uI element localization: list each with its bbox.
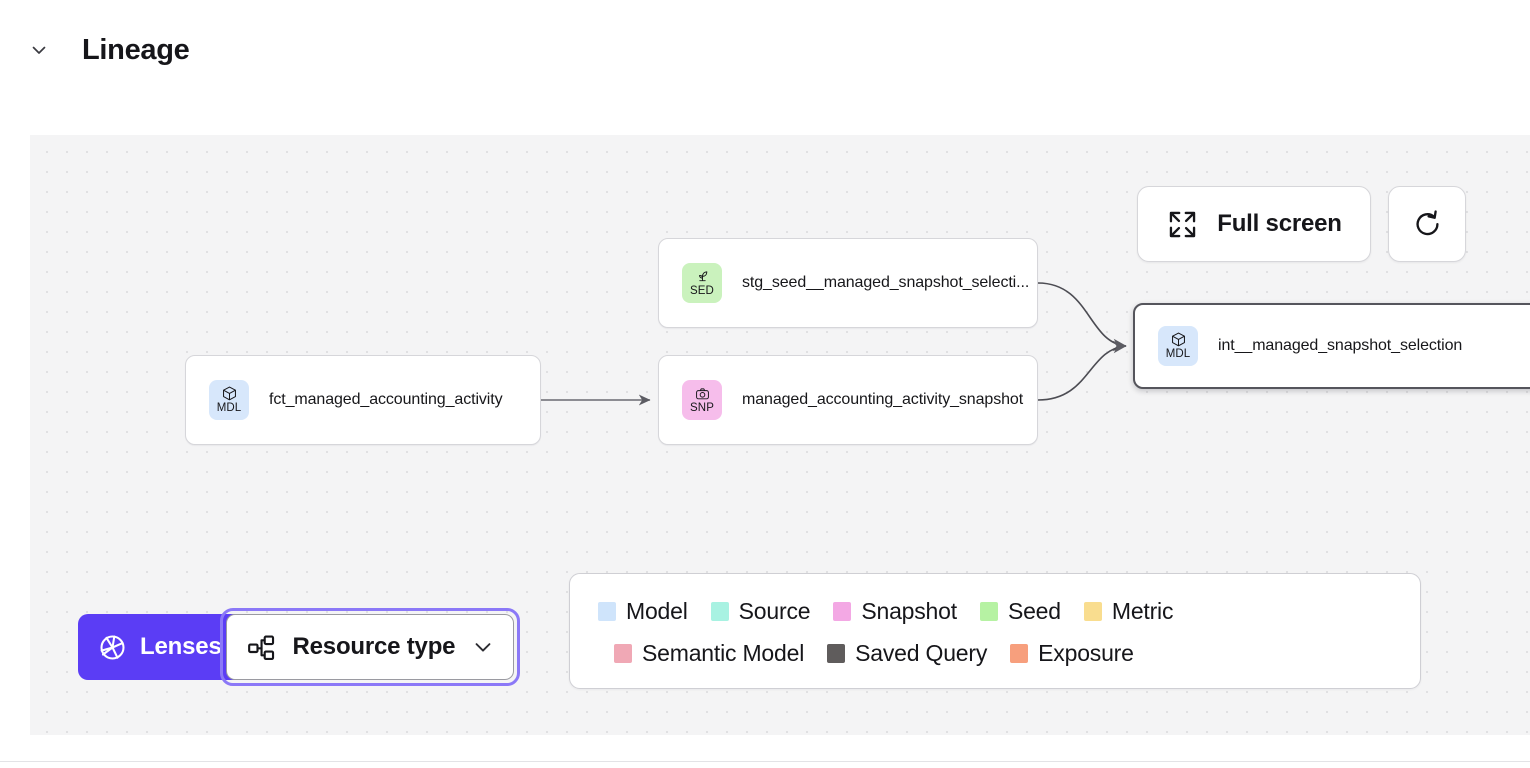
legend-label-snapshot: Snapshot — [861, 597, 957, 624]
full-screen-button[interactable]: Full screen — [1137, 186, 1371, 262]
legend-swatch-model — [598, 601, 616, 621]
cube-icon — [1171, 332, 1185, 347]
graph-node-snapshot[interactable]: SNP managed_accounting_activity_snapshot — [658, 355, 1038, 445]
legend-item-snapshot: Snapshot — [833, 597, 957, 624]
edge-snapshot-to-int — [1037, 340, 1127, 401]
resource-type-dropdown[interactable]: Resource type — [225, 614, 515, 680]
legend-label-exposure: Exposure — [1038, 639, 1134, 666]
legend-swatch-exposure — [1010, 643, 1029, 663]
legend-item-exposure: Exposure — [1010, 639, 1134, 666]
legend-swatch-saved-query — [827, 643, 846, 663]
legend-swatch-seed — [979, 601, 998, 621]
canvas-toolbar: Full screen — [1137, 186, 1466, 262]
legend-swatch-source — [710, 601, 729, 621]
legend-row-primary: Model Source Snapshot Seed Metric — [570, 590, 1420, 632]
legend-label-source: Source — [738, 597, 811, 624]
lenses-button[interactable]: Lenses — [78, 614, 244, 680]
refresh-icon — [1415, 209, 1439, 235]
node-badge-label: MDL — [216, 402, 242, 415]
node-type-badge-snapshot: SNP — [682, 380, 722, 420]
legend-swatch-metric — [1083, 601, 1102, 621]
legend-label-semantic-model: Semantic Model — [642, 639, 805, 666]
node-badge-label: SNP — [690, 401, 714, 414]
page-title: Lineage — [82, 33, 190, 66]
cube-icon — [222, 386, 236, 401]
lineage-section-header: Lineage — [0, 0, 1530, 100]
chevron-down-glyph — [32, 46, 46, 54]
lineage-legend: Model Source Snapshot Seed Metric S — [569, 573, 1421, 689]
node-type-badge-seed: SED — [682, 263, 722, 303]
legend-label-model: Model — [626, 597, 688, 624]
legend-item-source: Source — [710, 597, 811, 624]
chevron-down-icon[interactable] — [22, 33, 56, 67]
graph-node-model-fct[interactable]: MDL fct_managed_accounting_activity — [185, 355, 541, 445]
resource-type-focus-ring: Resource type — [219, 608, 521, 686]
lineage-canvas[interactable]: MDL fct_managed_accounting_activity SED … — [30, 135, 1530, 735]
legend-swatch-snapshot — [833, 601, 852, 621]
full-screen-label: Full screen — [1217, 210, 1342, 237]
legend-swatch-semantic-model — [614, 643, 632, 663]
graph-node-seed-stg[interactable]: SED stg_seed__managed_snapshot_selecti..… — [658, 238, 1038, 328]
node-badge-label: MDL — [1165, 348, 1191, 361]
legend-label-metric: Metric — [1111, 597, 1174, 624]
lenses-label: Lenses — [140, 633, 222, 660]
section-divider — [0, 761, 1530, 762]
graph-node-label: fct_managed_accounting_activity — [269, 391, 503, 408]
legend-row-secondary: Semantic Model Saved Query Exposure — [570, 632, 1420, 674]
node-badge-label: SED — [690, 284, 714, 297]
legend-label-saved-query: Saved Query — [855, 639, 988, 666]
aperture-icon — [100, 634, 125, 660]
legend-item-metric: Metric — [1083, 597, 1174, 624]
graph-node-label: int__managed_snapshot_selection — [1218, 337, 1463, 354]
legend-label-seed: Seed — [1007, 597, 1061, 624]
legend-item-semantic-model: Semantic Model — [614, 639, 805, 666]
chevron-down-icon — [475, 643, 491, 652]
hierarchy-icon — [247, 635, 274, 660]
refresh-button[interactable] — [1388, 186, 1466, 262]
edge-stg-to-int — [1037, 282, 1127, 352]
resource-type-label: Resource type — [292, 633, 456, 660]
expand-arrows-icon — [1170, 211, 1196, 237]
sprout-icon — [698, 271, 707, 281]
legend-item-seed: Seed — [979, 597, 1061, 624]
graph-node-label: stg_seed__managed_snapshot_selecti... — [742, 274, 1030, 291]
node-type-badge-model: MDL — [209, 380, 249, 420]
legend-item-saved-query: Saved Query — [827, 639, 988, 666]
node-type-badge-model: MDL — [1158, 326, 1198, 366]
graph-node-model-int-selected[interactable]: MDL int__managed_snapshot_selection — [1133, 303, 1530, 389]
graph-node-label: managed_accounting_activity_snapshot — [742, 391, 1024, 408]
camera-icon — [695, 388, 709, 400]
legend-item-model: Model — [598, 597, 688, 624]
lenses-controls: Lenses Resource type — [78, 608, 521, 686]
